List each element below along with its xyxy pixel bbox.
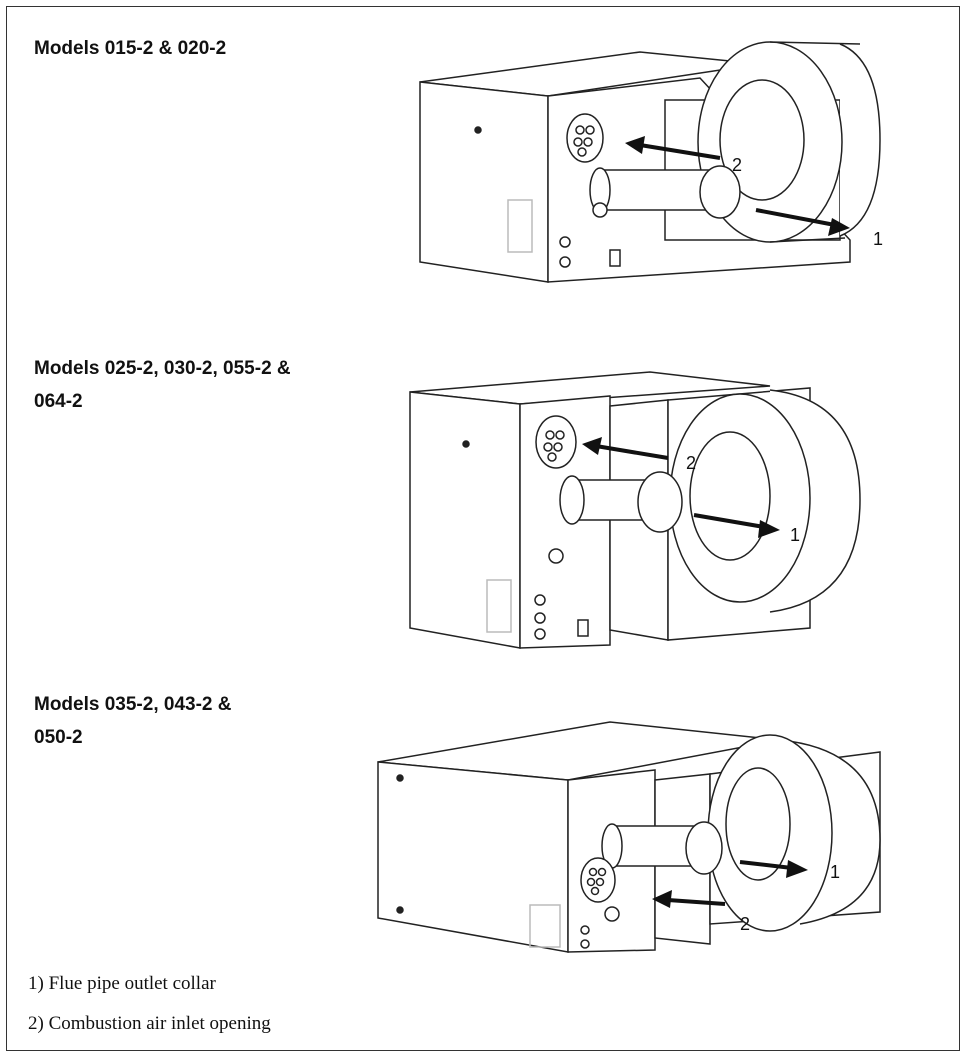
section-3-callout-2: 2 <box>740 914 750 934</box>
section-3-title-line1: Models 035-2, 043-2 & <box>34 694 232 715</box>
flue-outlet-arrow-3 <box>739 860 793 870</box>
air-inlet-arrow-1 <box>639 143 721 160</box>
section-1-title: Models 015-2 & 020-2 <box>34 32 226 65</box>
section-1-callout-2: 2 <box>732 155 742 175</box>
air-inlet-arrow-2 <box>595 444 669 460</box>
section-2-callout-1: 1 <box>790 525 800 545</box>
heater-drawing-3: 1 2 <box>377 721 881 953</box>
section-3-title-line2: 050-2 <box>34 727 83 748</box>
section-2-callout-2: 2 <box>686 453 696 473</box>
heater-drawing-2: 2 1 <box>409 371 861 649</box>
flue-outlet-arrow-2 <box>693 513 765 529</box>
flue-outlet-arrow-1 <box>755 208 836 227</box>
legend-item-air-inlet: 2) Combustion air inlet opening <box>28 1013 271 1034</box>
section-2-title-line2: 064-2 <box>34 391 83 412</box>
section-3-callout-1: 1 <box>830 862 840 882</box>
section-1-title-line1: Models 015-2 & 020-2 <box>34 38 227 59</box>
section-3-title: Models 035-2, 043-2 & 050-2 <box>34 688 231 754</box>
heater-drawing-1: 2 1 <box>419 41 883 283</box>
legend-item-flue-outlet: 1) Flue pipe outlet collar <box>28 973 216 994</box>
section-1-callout-1: 1 <box>873 229 883 249</box>
section-2-title: Models 025-2, 030-2, 055-2 & 064-2 <box>34 352 291 418</box>
air-inlet-arrow-3 <box>667 898 726 906</box>
legend: 1) Flue pipe outlet collar 2) Combustion… <box>28 964 271 1044</box>
section-2-title-line1: Models 025-2, 030-2, 055-2 & <box>34 358 291 379</box>
